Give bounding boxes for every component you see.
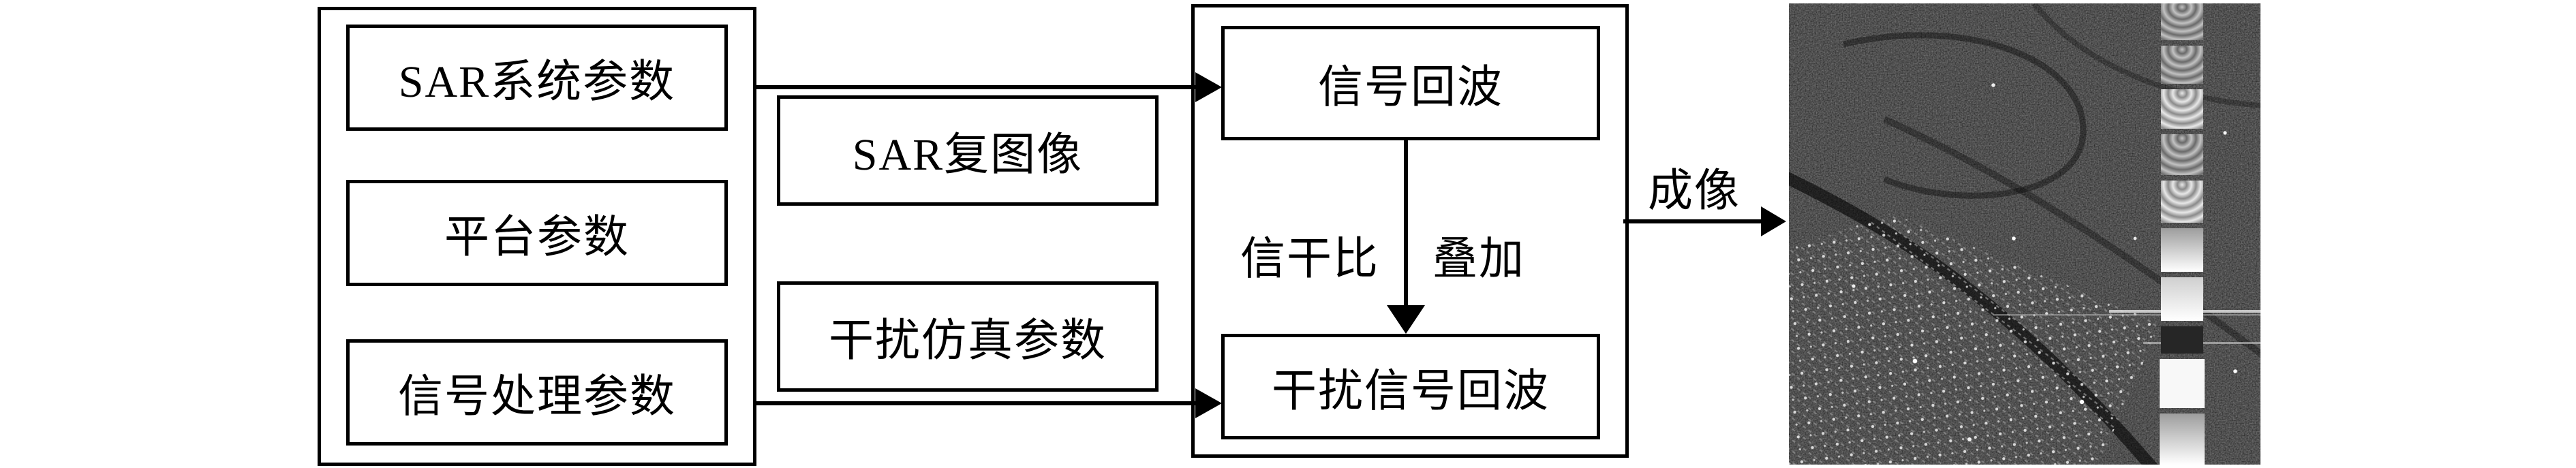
box-jamming-sim-params: 干扰仿真参数 [777, 281, 1159, 392]
box-jamming-sim-params-label: 干扰仿真参数 [829, 316, 1107, 366]
connector-vertical-line [1404, 139, 1408, 307]
box-signal-echo: 信号回波 [1221, 26, 1600, 140]
box-signal-processing-params: 信号处理参数 [346, 339, 728, 446]
sar-image [1789, 3, 2260, 465]
label-imaging: 成像 [1648, 166, 1741, 216]
box-platform-params-label: 平台参数 [444, 213, 630, 262]
interference-strip [2160, 3, 2205, 465]
label-signal-to-jamming-ratio: 信干比 [1240, 234, 1379, 284]
box-sar-system-params-label: SAR系统参数 [398, 57, 676, 107]
connector-imaging-line [1623, 219, 1762, 223]
box-signal-processing-params-label: 信号处理参数 [398, 372, 676, 422]
arrowhead-down-icon [1387, 305, 1425, 334]
box-sar-system-params: SAR系统参数 [346, 25, 728, 131]
box-jamming-signal-echo-label: 干扰信号回波 [1272, 366, 1550, 416]
box-platform-params: 平台参数 [346, 180, 728, 286]
arrowhead-imaging-icon [1761, 206, 1786, 236]
box-signal-echo-label: 信号回波 [1318, 63, 1503, 112]
input-parameters-group [318, 7, 756, 466]
box-sar-complex-image-label: SAR复图像 [852, 130, 1084, 180]
arrowhead-bottom-right-icon [1195, 388, 1222, 418]
connector-top-line [756, 85, 1197, 89]
connector-bottom-line [756, 401, 1197, 405]
arrowhead-top-right-icon [1195, 72, 1222, 102]
echo-synthesis-group [1191, 4, 1629, 458]
box-jamming-signal-echo: 干扰信号回波 [1221, 334, 1600, 439]
box-sar-complex-image: SAR复图像 [777, 95, 1159, 206]
label-superposition: 叠加 [1432, 234, 1525, 284]
